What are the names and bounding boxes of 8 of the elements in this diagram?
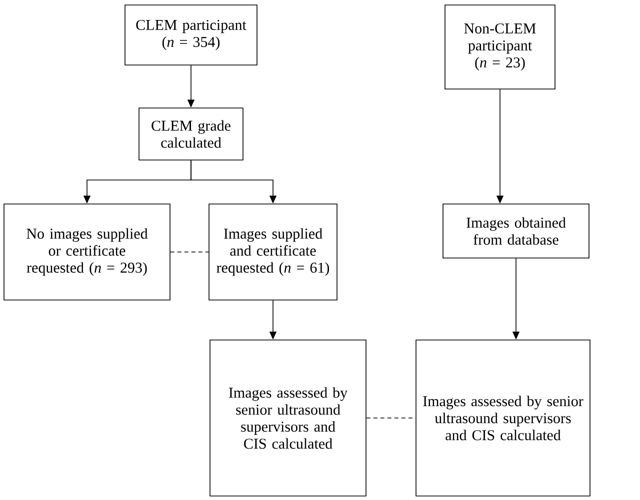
process-box: Images supplied and certificate requested (n = 61) xyxy=(208,204,338,300)
process-box: Images obtained from database xyxy=(442,204,590,258)
process-box: No images supplied or certificate requested (n = 293) xyxy=(4,204,170,300)
process-box: CLEM participant (n = 354) xyxy=(124,4,258,66)
process-box: Images assessed by senior ultrasound supervisors and CIS calculated xyxy=(416,340,590,496)
process-box: Images assessed by senior ultrasound supervisors and CIS calculated xyxy=(210,340,366,496)
process-box: CLEM grade calculated xyxy=(138,108,244,160)
process-box: Non-CLEM participant (n = 23) xyxy=(444,4,556,90)
